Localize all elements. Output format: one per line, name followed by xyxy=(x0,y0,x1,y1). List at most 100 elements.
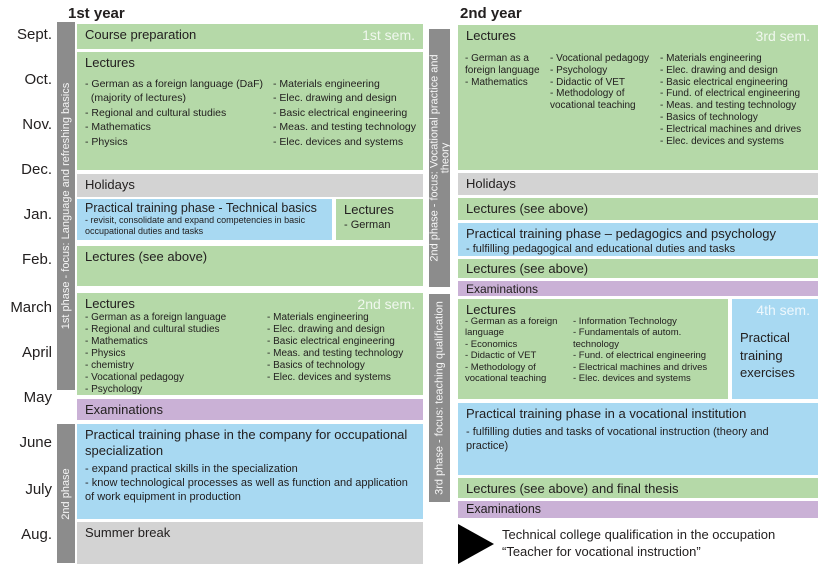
list-item: - Elec. drawing and design xyxy=(273,92,397,105)
list-item: - Didactic of VET xyxy=(550,76,626,88)
list-item: - Psychology xyxy=(85,384,143,395)
lectures-sem1-col2: - Materials engineering- Elec. drawing a… xyxy=(273,77,421,149)
lectures-sem3-col2: - Vocational pedagogy- Psychology- Didac… xyxy=(550,53,656,112)
lectures-sem2-col2: - Materials engineering- Elec. drawing a… xyxy=(267,312,417,384)
lectures-sem4-col2: - Information Technology- Fundamentals o… xyxy=(573,316,723,384)
list-item: - Meas. and testing technology xyxy=(660,100,797,112)
list-item: - Economics xyxy=(465,338,518,350)
list-item: - Electrical machines and drives xyxy=(660,123,802,135)
list-item: - Mathematics xyxy=(85,121,151,134)
lectures-sem2-title: Lectures xyxy=(85,296,135,311)
lectures-german-block: Lectures - German xyxy=(336,199,423,240)
qualification-text: Technical college qualification in the o… xyxy=(502,527,812,561)
practical-institution-desc: - fulfilling duties and tasks of vocatio… xyxy=(466,426,769,453)
list-item: - Basic electrical engineering xyxy=(267,336,395,347)
summer-break-block: Summer break xyxy=(77,522,423,564)
phase1-bar-label: 1st phase - focus: Language and refreshi… xyxy=(59,82,72,330)
lectures-see-above-label-y1: Lectures (see above) xyxy=(85,249,208,264)
list-item: - Elec. drawing and design xyxy=(267,324,385,335)
list-item: - Psychology xyxy=(550,64,608,76)
month-label-july: July xyxy=(25,481,52,498)
examinations-label-y2a: Examinations xyxy=(466,282,539,296)
list-item: - Basic electrical engineering xyxy=(660,76,788,88)
lectures-see-above-label-y2b: Lectures (see above) xyxy=(466,261,589,276)
phase3-bar: 3rd phase - focus: teaching qualificatio… xyxy=(429,294,450,502)
year1-header: 1st year xyxy=(68,5,125,22)
list-item: - German as a foreign language xyxy=(465,53,540,76)
lectures-sem1-col1: - German as a foreign language (DaF) (ma… xyxy=(85,77,273,149)
lectures-sem3-title: Lectures xyxy=(466,28,516,43)
lectures-sem2-col1: - German as a foreign language- Regional… xyxy=(85,312,260,395)
qualification-line1: Technical college qualification in the o… xyxy=(502,527,776,542)
list-item: - German as a foreign language (DaF) xyxy=(85,78,264,90)
month-label-nov: Nov. xyxy=(22,116,52,133)
month-label-may: May xyxy=(23,389,52,406)
lectures-see-above-block-y1: Lectures (see above) xyxy=(77,246,423,286)
course-preparation-label: Course preparation xyxy=(85,27,197,42)
qualification-line2: “Teacher for vocational instruction” xyxy=(502,543,701,559)
list-item: - Physics xyxy=(85,135,128,148)
practical-pedagogics-desc: - fulfilling pedagogical and educational… xyxy=(466,243,736,255)
list-item: - Methodology of vocational teaching xyxy=(465,361,547,384)
month-label-jan: Jan. xyxy=(23,206,52,223)
list-item: - Vocational pedagogy xyxy=(550,53,649,64)
practical-technical-block: Practical training phase - Technical bas… xyxy=(77,199,332,240)
list-item: - Fund. of electrical engineering xyxy=(660,88,801,100)
list-item: - Elec. drawing and design xyxy=(660,64,778,76)
lectures-sem2-block: Lectures 2nd sem. - German as a foreign … xyxy=(77,293,423,395)
list-item: - chemistry xyxy=(85,360,134,371)
list-item: - Mathematics xyxy=(465,76,528,88)
list-item: - Regional and cultural studies xyxy=(85,106,227,119)
holidays-label-y1: Holidays xyxy=(85,177,135,192)
lectures-final-thesis-block: Lectures (see above) and final thesis xyxy=(458,478,818,498)
practical-company-items: - expand practical skills in the special… xyxy=(77,460,423,506)
list-item: - Materials engineering xyxy=(267,312,369,323)
course-preparation-block: Course preparation 1st sem. xyxy=(77,24,423,49)
lectures-see-above-block-y2a: Lectures (see above) xyxy=(458,198,818,220)
month-label-aug: Aug. xyxy=(21,526,52,543)
list-item: - Physics xyxy=(85,348,126,359)
list-item: - expand practical skills in the special… xyxy=(85,462,298,475)
practical-technical-desc: - revisit, consolidate and expand compet… xyxy=(85,215,306,236)
lectures-sem4-block: Lectures - German as a foreign language-… xyxy=(458,299,728,399)
practical-pedagogics-title: Practical training phase – pedagogics an… xyxy=(466,226,777,241)
sem2-badge: 2nd sem. xyxy=(357,296,415,312)
list-item: - Basic electrical engineering xyxy=(273,106,408,119)
lectures-sem4-title: Lectures xyxy=(466,302,516,317)
month-label-march: March xyxy=(10,299,52,316)
lectures-german-title: Lectures xyxy=(344,202,394,217)
summer-break-label: Summer break xyxy=(85,525,171,540)
list-item: - Information Technology xyxy=(573,316,677,327)
list-item: (majority of lectures) xyxy=(85,92,186,105)
list-item: - Materials engineering xyxy=(660,53,762,64)
lectures-sem1-block: Lectures - German as a foreign language … xyxy=(77,52,423,170)
list-item: - know technological processes as well a… xyxy=(85,476,408,504)
lectures-see-above-block-y2b: Lectures (see above) xyxy=(458,259,818,278)
lectures-see-above-label-y2a: Lectures (see above) xyxy=(466,201,589,216)
sem3-badge: 3rd sem. xyxy=(755,28,810,44)
sem1-badge: 1st sem. xyxy=(362,27,415,43)
lectures-sem3-col1: - German as a foreign language- Mathemat… xyxy=(465,53,549,88)
list-item: - Meas. and testing technology xyxy=(267,348,404,359)
holidays-block-y1: Holidays xyxy=(77,174,423,197)
month-label-oct: Oct. xyxy=(24,71,52,88)
lectures-sem3-block: Lectures 3rd sem. - German as a foreign … xyxy=(458,25,818,170)
phase3-bar-label: 3rd phase - focus: teaching qualificatio… xyxy=(433,301,445,495)
practical-pedagogics-block: Practical training phase – pedagogics an… xyxy=(458,223,818,256)
lectures-sem1-title: Lectures xyxy=(85,55,135,70)
list-item: - Meas. and testing technology xyxy=(273,121,417,134)
list-item: - Fundamentals of autom. technology xyxy=(573,327,682,350)
list-item: - Fund. of electrical engineering xyxy=(573,350,707,362)
list-item: - Elec. devices and systems xyxy=(660,135,784,147)
phase2-bar-label: 2nd phase - focus: Vocational practice a… xyxy=(427,54,451,262)
list-item: - Elec. devices and systems xyxy=(573,372,691,384)
lectures-final-thesis-label: Lectures (see above) and final thesis xyxy=(466,481,679,496)
list-item: - German as a foreign language xyxy=(85,312,227,323)
month-label-april: April xyxy=(21,344,52,361)
lectures-german-item: - German xyxy=(344,219,391,231)
list-item: - Methodology of vocational teaching xyxy=(550,88,636,112)
examinations-block-y2a: Examinations xyxy=(458,281,818,296)
list-item: - Elec. devices and systems xyxy=(273,135,404,148)
practical-company-block: Practical training phase in the company … xyxy=(77,424,423,519)
